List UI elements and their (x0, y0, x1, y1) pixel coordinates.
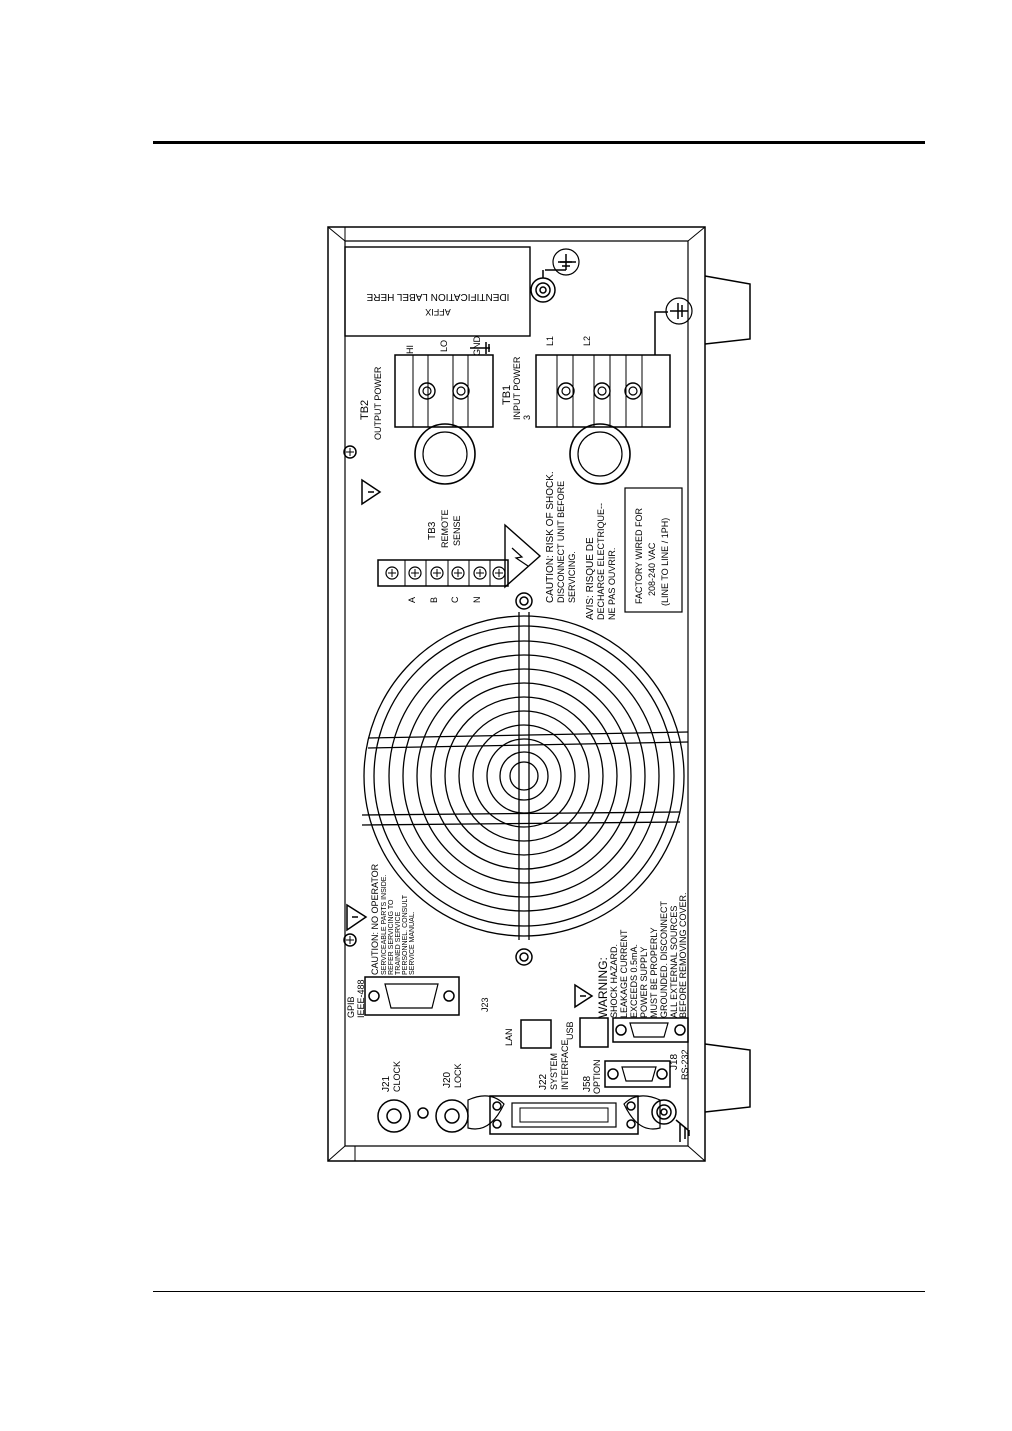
fan-screw-bottom (515, 948, 533, 966)
gpib-label: GPIB (346, 996, 356, 1018)
status-led (417, 1107, 429, 1119)
foot-bottom (704, 1043, 751, 1113)
avis-line3: NE PAS OUVRIR. (607, 548, 617, 620)
lan-port (520, 1019, 552, 1049)
avis-line2: DECHARGE ELECTRIQUE-- (596, 503, 606, 620)
warning-line9: BEFORE REMOVING COVER. (678, 892, 688, 1018)
lan-label: LAN (504, 1028, 514, 1046)
caution-no-operator-line5: PERSONNEL. CONSULT (402, 894, 409, 975)
warning-line2: SHOCK HAZARD. (609, 944, 619, 1018)
j20-label: J20 (442, 1071, 453, 1088)
l1-label: L1 (545, 336, 555, 346)
hi-label: HI (405, 345, 415, 354)
lo-label: LO (439, 340, 449, 352)
panel-screw-top (343, 445, 357, 459)
id-label-text: IDENTIFICATION LABEL HERE (366, 291, 509, 302)
tb1-desc: INPUT POWER (512, 356, 522, 420)
warning-line6: MUST BE PROPERLY (649, 927, 659, 1018)
j21-label: J21 (381, 1075, 392, 1092)
tb2-name: TB2 (359, 400, 371, 420)
j22-system-interface-connector (489, 1095, 639, 1135)
tb3-name: TB3 (427, 521, 438, 540)
sense-c-label: C (450, 596, 460, 603)
rs232-label: RS-232 (680, 1049, 690, 1080)
gpib-connector (364, 976, 460, 1016)
rs232-connector (612, 1017, 689, 1043)
caution-no-operator-line6: SERVICE MANUAL. (409, 911, 416, 975)
j21-clock-label: CLOCK (392, 1061, 402, 1092)
usb-port (579, 1017, 609, 1048)
tb2-desc: OUTPUT POWER (373, 366, 383, 440)
caution-shock-line1: CAUTION: RISK OF SHOCK. (545, 471, 556, 603)
sense-a-label: A (407, 597, 417, 603)
j22-system-label: SYSTEM (549, 1053, 559, 1090)
tb3-sense: SENSE (452, 515, 462, 546)
id-label-affix: AFFIX (425, 307, 451, 317)
output-grommet (414, 423, 476, 485)
fan-guard (361, 612, 689, 940)
gnd-label: GND (472, 336, 482, 357)
tb3-terminal-strip (377, 559, 509, 587)
factory-wired-box (624, 487, 683, 613)
ground-stud-top (530, 277, 556, 303)
factory-wired-line3: (LINE TO LINE / 1PH) (660, 518, 670, 606)
shock-hazard-triangle (504, 523, 542, 589)
bottom-rule (153, 1291, 925, 1292)
j22-label: J22 (538, 1073, 549, 1090)
warning-line7: GROUNDED. DISCONNECT (659, 900, 669, 1018)
warning-line4: EXCEEDS 0.5mA. (629, 944, 639, 1018)
j23-label: J23 (480, 997, 490, 1012)
warning-line1: WARNING: (596, 957, 610, 1018)
foot-top (704, 275, 751, 345)
caution-no-operator-line3: REFER SERVICING TO (388, 899, 395, 975)
usb-label: USB (565, 1021, 575, 1040)
warning-line8: ALL EXTERNAL SOURCES (669, 906, 679, 1018)
caution-triangle-bottom (346, 903, 368, 932)
j18-label: J18 (669, 1053, 680, 1070)
caution-shock-line2: DISCONNECT UNIT BEFORE (556, 481, 566, 603)
caution-shock-line3: SERVICING. (567, 551, 577, 603)
tb3-remote: REMOTE (440, 509, 450, 548)
warning-line5: POWER SUPPLY (639, 947, 649, 1018)
chassis-outline (327, 226, 706, 1162)
caution-no-operator-line1: CAUTION: NO OPERATOR (370, 863, 380, 975)
l2-label: L2 (582, 336, 592, 346)
caution-no-operator-line4: TRAINED SERVICE (395, 911, 402, 975)
j58-label: J58 (582, 1075, 593, 1092)
sense-b-label: B (429, 597, 439, 603)
tb1-screws (557, 382, 642, 400)
j20-lock-connector (435, 1099, 469, 1133)
j20-lock-label: LOCK (453, 1063, 463, 1088)
tb3-screws (385, 566, 506, 580)
tb2-terminal-block (394, 354, 494, 428)
tb1-phase: 3 (522, 415, 532, 420)
sense-n-label: N (472, 597, 482, 604)
j22-interface-label: INTERFACE (560, 1039, 570, 1090)
avis-line1: AVIS: RISQUE DE (585, 537, 596, 620)
fan-screw-top (515, 592, 533, 610)
tb1-name: TB1 (501, 385, 513, 405)
warning-triangle (574, 983, 594, 1009)
factory-wired-line2: 208-240 VAC (647, 542, 657, 596)
warning-line3: LEAKAGE CURRENT (619, 929, 629, 1018)
j21-clock-connector (377, 1099, 411, 1133)
j58-option-connector (604, 1060, 671, 1088)
input-grommet (569, 423, 631, 485)
identification-label-box (344, 246, 531, 337)
tb1-terminal-block (535, 354, 671, 428)
factory-wired-line1: FACTORY WIRED FOR (634, 507, 644, 604)
caution-no-operator-line2: SERVICEABLE PARTS INSIDE. (381, 875, 388, 975)
top-rule (153, 141, 925, 144)
tb2-screws (418, 382, 470, 400)
panel-screw-bottom (343, 933, 357, 947)
caution-triangle-top (361, 478, 382, 506)
gpib-ieee-label: IEEE-488 (356, 979, 366, 1018)
ground-stud-bottom (651, 1099, 677, 1125)
j58-option-label: OPTION (592, 1059, 602, 1094)
